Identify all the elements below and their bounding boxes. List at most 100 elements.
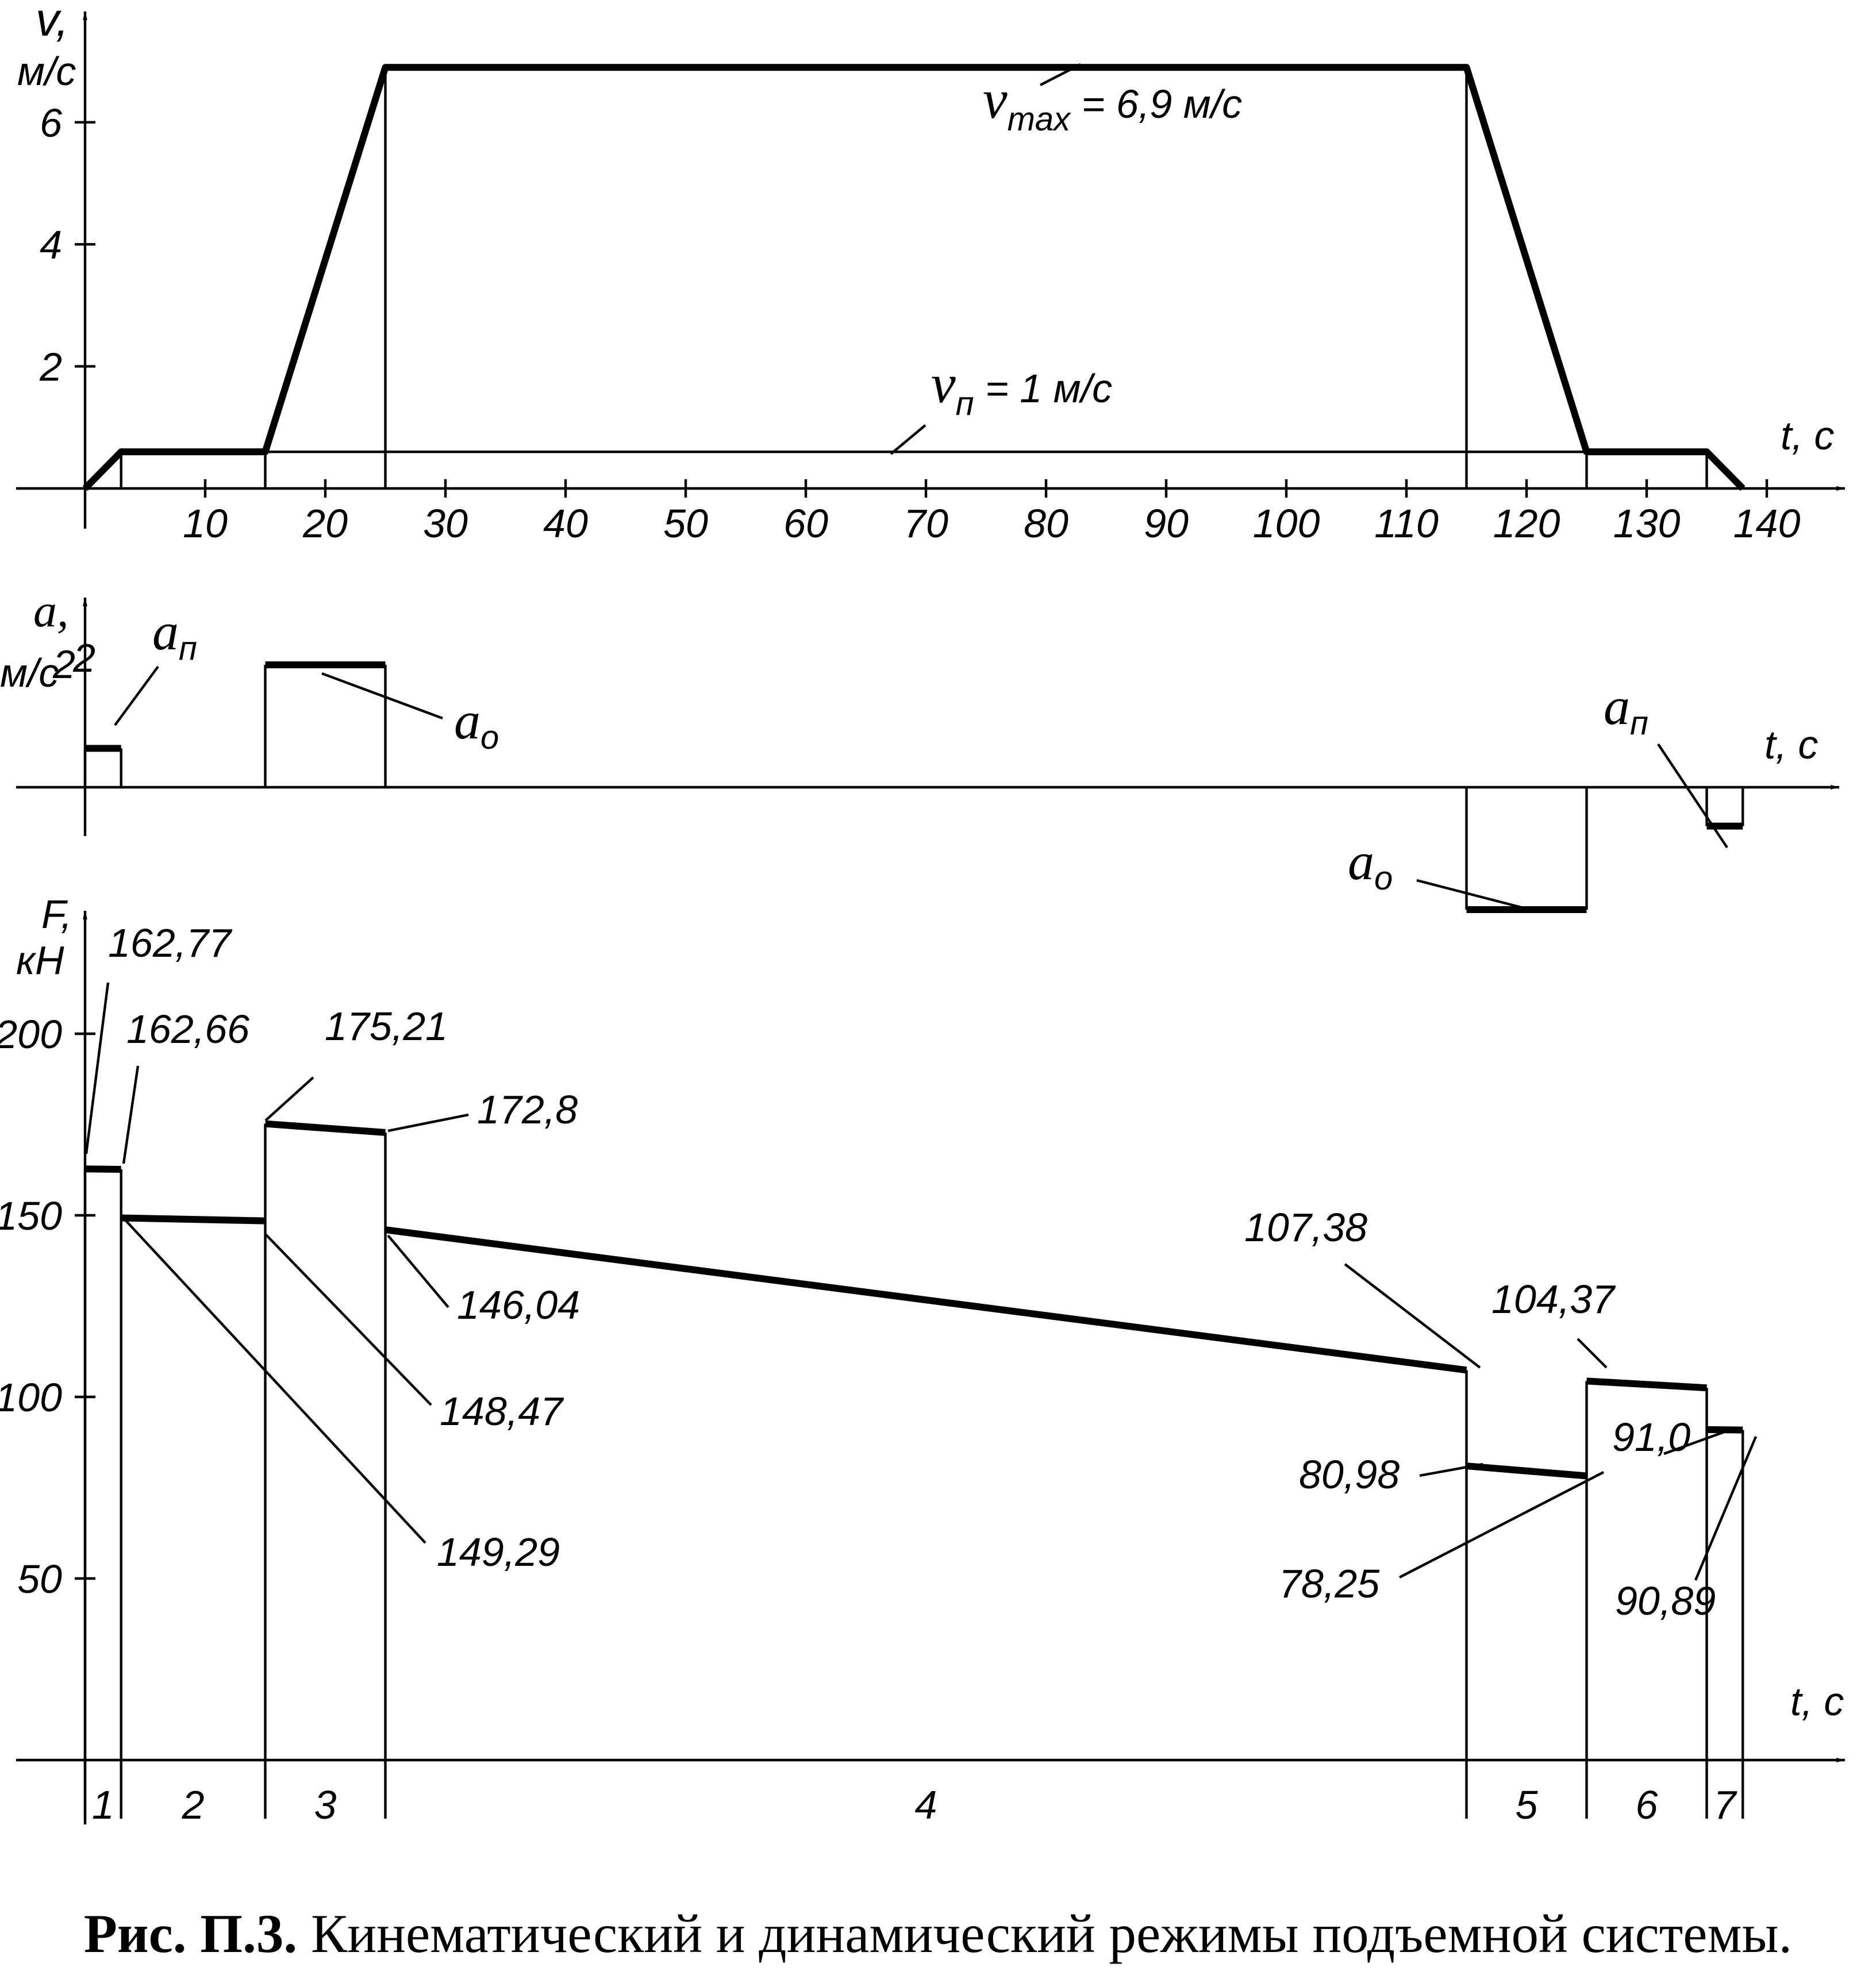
f-x-axis-label: t, c	[1790, 1679, 1844, 1724]
leader-78-25	[1398, 1471, 1605, 1578]
v-ytick-label: 2	[39, 345, 62, 390]
v-xtick-label: 100	[1253, 501, 1320, 546]
f-stage-labels: 1 2 3 4 5 6 7	[92, 1782, 1738, 1827]
f-y-axis-label-symbol: F,	[41, 892, 72, 937]
f-segment	[121, 1214, 266, 1225]
value-91-0: 91,0	[1612, 1415, 1690, 1460]
a-step-side	[83, 748, 122, 787]
v-ytick-label: 4	[40, 222, 62, 267]
leader-104-37	[1577, 1338, 1608, 1369]
leader-148-47	[264, 1233, 432, 1406]
v-xtick-label: 70	[904, 501, 948, 546]
v-xtick-label: 10	[183, 501, 228, 546]
an-left-leader	[114, 665, 159, 726]
vn-leader	[890, 424, 927, 455]
leader-162-77	[84, 982, 110, 1154]
leader-107-38	[1344, 1263, 1481, 1369]
f-segment	[385, 1226, 1467, 1374]
f-ytick-label: 50	[17, 1557, 62, 1601]
leader-146-04	[387, 1234, 449, 1308]
vmax-label: vmax = 6,9 м/с	[983, 68, 1242, 138]
v-xtick-label: 130	[1613, 501, 1681, 546]
a-step-side	[1465, 787, 1588, 910]
an-right-subscript: п	[1630, 704, 1648, 742]
caption-label: Рис. П.3.	[83, 1903, 298, 1964]
leader-90-89	[1694, 1436, 1758, 1581]
v-xtick-label: 120	[1493, 501, 1560, 546]
value-162-66: 162,66	[126, 1007, 249, 1052]
value-175-21: 175,21	[325, 1004, 448, 1049]
value-148-47: 148,47	[440, 1389, 564, 1434]
value-104-37: 104,37	[1491, 1277, 1616, 1322]
f-stage-label: 7	[1713, 1782, 1737, 1827]
vn-subscript: п	[956, 385, 974, 422]
ao-left-label: ao	[454, 691, 499, 756]
acceleration-chart: a, м/с 2 t, c 2 aп ao aп ao	[0, 584, 1840, 913]
value-146-04: 146,04	[457, 1283, 580, 1327]
f-vertical-lines	[83, 1123, 1744, 1819]
v-xtick-label: 60	[783, 501, 828, 546]
f-stage-label: 2	[182, 1782, 205, 1827]
value-78-25: 78,25	[1279, 1561, 1380, 1606]
v-xtick-label: 40	[543, 501, 588, 546]
leader-172-8	[387, 1113, 469, 1133]
ao-right-subscript: o	[1374, 860, 1393, 897]
an-left-label: aп	[152, 602, 197, 667]
a-x-axis-label: t, c	[1764, 722, 1818, 767]
f-stage-label: 1	[92, 1782, 114, 1827]
ao-left-subscript: o	[480, 719, 499, 756]
a-step-side	[1705, 787, 1744, 826]
v-y-axis-label-symbol: v,	[36, 0, 69, 46]
leader-162-66	[122, 1065, 140, 1164]
f-segment	[1586, 1377, 1707, 1392]
value-107-38: 107,38	[1244, 1205, 1367, 1250]
vn-symbol: v	[931, 353, 956, 414]
v-xtick-label: 140	[1733, 501, 1801, 546]
ao-right-symbol: a	[1348, 832, 1374, 891]
a-y-axis-label-sup: 2	[52, 642, 75, 687]
v-vertical-lines	[120, 67, 1708, 488]
value-149-29: 149,29	[437, 1530, 560, 1574]
an-right-symbol: a	[1604, 677, 1630, 736]
value-80-98: 80,98	[1299, 1452, 1400, 1497]
an-left-symbol: a	[152, 602, 179, 661]
an-left-subscript: п	[179, 630, 197, 667]
f-stage-label: 6	[1636, 1782, 1658, 1827]
value-162-77: 162,77	[108, 921, 233, 965]
ao-left-symbol: a	[454, 691, 480, 750]
f-leaders	[84, 982, 1758, 1581]
vmax-subscript: max	[1008, 101, 1072, 138]
ao-right-label: ao	[1348, 832, 1393, 897]
f-stage-label: 4	[915, 1782, 937, 1827]
vn-label: vп = 1 м/с	[931, 353, 1112, 422]
f-stage-label: 5	[1516, 1782, 1539, 1827]
f-segment	[265, 1120, 386, 1136]
a-y-axis-label-unit: м/с	[0, 650, 59, 695]
an-right-leader	[1657, 743, 1728, 849]
v-ytick-label: 6	[40, 101, 62, 145]
value-172-8: 172,8	[477, 1087, 578, 1132]
f-y-axis-label-unit: кН	[16, 938, 64, 983]
vmax-symbol: v	[983, 68, 1008, 130]
value-90-89: 90,89	[1615, 1578, 1716, 1623]
vmax-leader	[1039, 63, 1082, 86]
an-right-label: aп	[1604, 677, 1648, 742]
v-xtick-label: 20	[302, 501, 348, 546]
v-series-line	[82, 64, 1746, 491]
a-y-axis-label-symbol: a,	[33, 584, 69, 637]
figure-caption: Рис. П.3. Кинематический и динамический …	[0, 1902, 1876, 1965]
v-y-axis-label-unit: м/с	[17, 49, 76, 94]
f-ytick-label: 100	[0, 1375, 62, 1420]
leader-80-98	[1419, 1462, 1483, 1477]
f-stage-label: 3	[314, 1782, 337, 1827]
f-ytick-label: 150	[0, 1193, 62, 1238]
ao-right-leader	[1416, 879, 1535, 913]
f-segment	[1466, 1462, 1587, 1480]
v-xtick-label: 50	[663, 501, 708, 546]
leader-175-21	[264, 1076, 314, 1122]
